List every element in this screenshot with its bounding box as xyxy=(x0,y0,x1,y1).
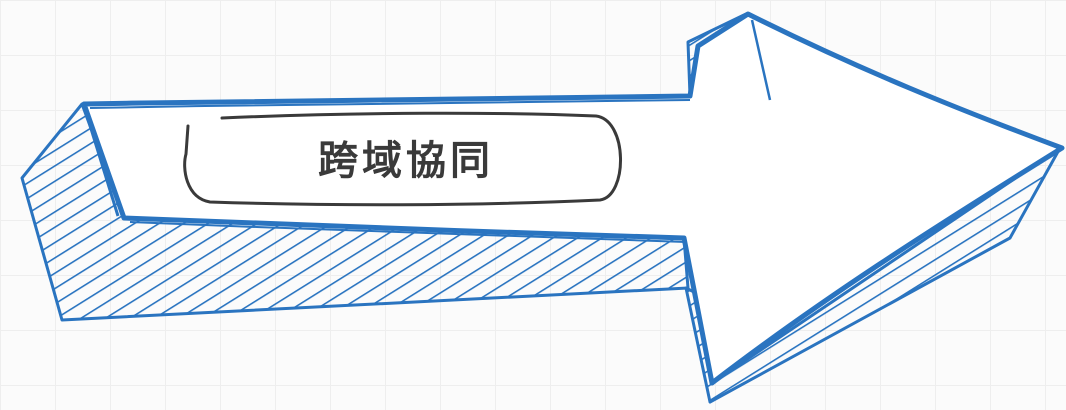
arrow-label: 跨域協同 xyxy=(318,138,494,184)
arrow-sketch-line-head xyxy=(750,19,772,101)
label-box: 跨域協同 xyxy=(190,116,622,206)
label-frame xyxy=(183,111,622,207)
arrow-sketch-line-bottom xyxy=(129,221,687,243)
arrow-face xyxy=(81,11,1065,386)
arrow-sketch-line-left xyxy=(82,105,120,217)
arrow-sketch-line-top xyxy=(89,99,691,109)
